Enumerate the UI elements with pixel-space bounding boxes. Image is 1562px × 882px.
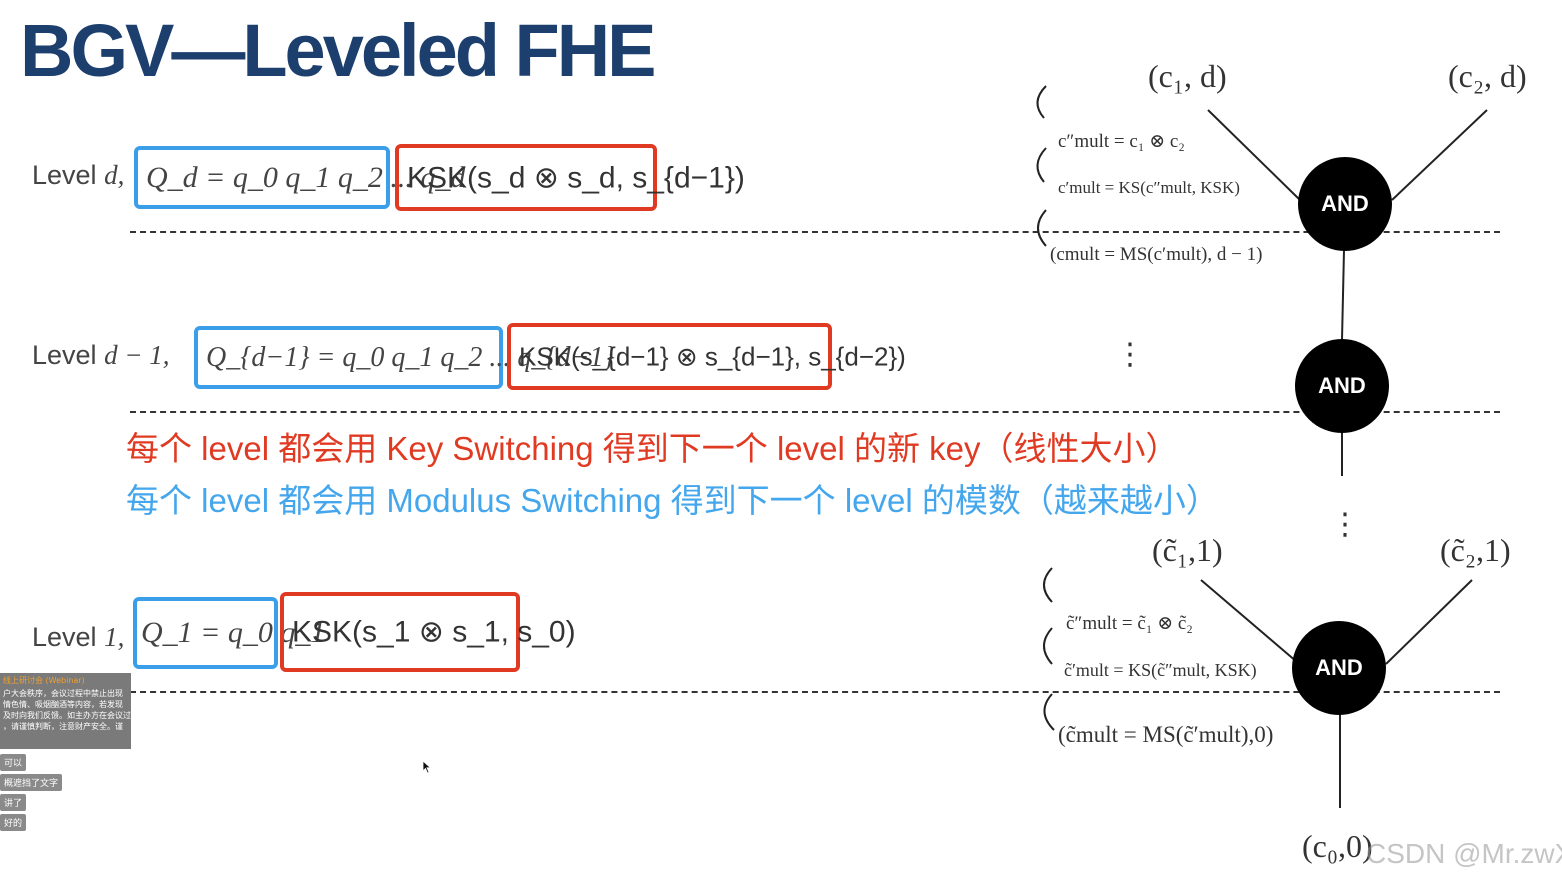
chat-message: 可以 bbox=[0, 754, 27, 771]
webinar-notice-panel: 线上研讨会 (Webinar) 户大会秩序，会议过程中禁止出现 情色情、吸烟酗酒… bbox=[0, 673, 131, 749]
modulus-box-level-1: Q_1 = q_0 q_1 bbox=[133, 597, 325, 669]
chat-message: 概遮挡了文字 bbox=[0, 774, 63, 791]
webinar-notice-body: 户大会秩序，会议过程中禁止出现 情色情、吸烟酗酒等内容，若发现 及时向我们反馈。… bbox=[3, 689, 131, 731]
ksk-box-level-d-minus-1: KSK(s_{d−1} ⊗ s_{d−1}, s_{d−2}) bbox=[507, 323, 906, 390]
level-word: Level bbox=[32, 160, 97, 190]
level-d-label: Level d, bbox=[32, 160, 124, 191]
mod-switch-step: (c̃mult = MS(c̃′mult),0) bbox=[1058, 722, 1274, 747]
input-wire bbox=[1391, 109, 1488, 201]
tensor-step: c̃″mult = c̃₁ ⊗ c̃₂ bbox=[1066, 613, 1193, 634]
input-ciphertext-1: (c₁, d) bbox=[1148, 58, 1227, 94]
modulus-formula: Q_{d−1} = q_0 q_1 q_2 ... q_{d−1} bbox=[206, 341, 615, 373]
level-divider bbox=[130, 411, 1500, 413]
level-word: Level bbox=[32, 622, 97, 652]
modulus-box-level-d: Q_d = q_0 q_1 q_2 ... q_d bbox=[134, 146, 465, 209]
ksk-formula: KSK(s_{d−1} ⊗ s_{d−1}, s_{d−2}) bbox=[519, 341, 906, 371]
modulus-box-level-d-minus-1: Q_{d−1} = q_0 q_1 q_2 ... q_{d−1} bbox=[194, 326, 615, 389]
ellipsis-dots: ⋮ bbox=[1115, 337, 1145, 372]
ellipsis-dots: ⋮ bbox=[1330, 507, 1360, 542]
input-wire bbox=[1385, 579, 1473, 665]
and-gate: AND bbox=[1292, 621, 1386, 715]
step-arrow bbox=[1036, 147, 1047, 183]
input-wire bbox=[1207, 109, 1301, 201]
step-arrow bbox=[1043, 693, 1055, 731]
input-ciphertext-1: (c̃₁,1) bbox=[1152, 532, 1223, 568]
modulus-formula: Q_d = q_0 q_1 q_2 ... q_d bbox=[146, 160, 466, 194]
webinar-notice-header: 线上研讨会 (Webinar) bbox=[3, 676, 85, 685]
and-gate: AND bbox=[1295, 339, 1389, 433]
tensor-step: c″mult = c₁ ⊗ c₂ bbox=[1058, 131, 1185, 152]
level-divider bbox=[130, 231, 1500, 233]
key-switch-step: c̃′mult = KS(c̃″mult, KSK) bbox=[1064, 660, 1257, 680]
page-title: BGV—Leveled FHE bbox=[20, 9, 657, 92]
watermark: CSDN @Mr.zwX bbox=[1366, 838, 1562, 869]
output-ciphertext: (c₀,0) bbox=[1302, 828, 1373, 864]
key-switching-note: 每个 level 都会用 Key Switching 得到下一个 level 的… bbox=[126, 430, 1179, 467]
input-ciphertext-2: (c̃₂,1) bbox=[1440, 532, 1511, 568]
step-arrow bbox=[1036, 85, 1047, 119]
ksk-box-level-1: KSK(s_1 ⊗ s_1, s_0) bbox=[280, 592, 576, 672]
level-divider bbox=[130, 691, 1500, 693]
key-switch-step: c′mult = KS(c″mult, KSK) bbox=[1058, 178, 1240, 197]
level-symbol: d − 1, bbox=[104, 340, 170, 370]
ksk-formula: KSK(s_1 ⊗ s_1, s_0) bbox=[292, 615, 576, 649]
step-arrow bbox=[1043, 567, 1053, 603]
input-wire bbox=[1200, 579, 1298, 663]
level-word: Level bbox=[32, 340, 97, 370]
ksk-box-level-d: KSK(s_d ⊗ s_d, s_{d−1}) bbox=[395, 144, 745, 211]
modulus-formula: Q_1 = q_0 q_1 bbox=[141, 616, 326, 649]
mouse-cursor-icon bbox=[422, 760, 432, 774]
gate-wire bbox=[1341, 249, 1345, 341]
modulus-switching-note: 每个 level 都会用 Modulus Switching 得到下一个 lev… bbox=[126, 482, 1219, 519]
ksk-formula: KSK(s_d ⊗ s_d, s_{d−1}) bbox=[407, 161, 745, 194]
step-arrow bbox=[1037, 209, 1047, 247]
level-d-minus-1-label: Level d − 1, bbox=[32, 340, 170, 371]
level-1-label: Level 1, bbox=[32, 622, 124, 653]
level-symbol: 1, bbox=[104, 622, 125, 652]
mod-switch-step: (cmult = MS(c′mult), d − 1) bbox=[1050, 244, 1263, 265]
step-arrow bbox=[1043, 627, 1053, 665]
input-ciphertext-2: (c₂, d) bbox=[1448, 58, 1527, 94]
chat-message: 好的 bbox=[0, 814, 27, 831]
level-symbol: d, bbox=[104, 160, 125, 190]
chat-message: 讲了 bbox=[0, 794, 27, 811]
and-gate: AND bbox=[1298, 157, 1392, 251]
